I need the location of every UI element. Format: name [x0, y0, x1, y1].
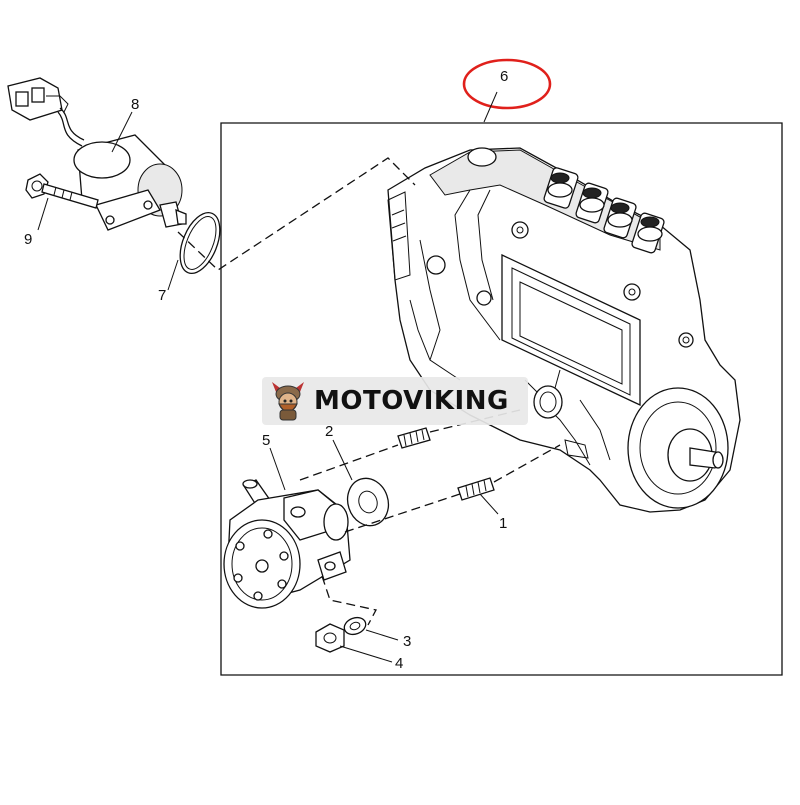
stud-upper [397, 427, 431, 449]
brand-name: MOTOVIKING [314, 386, 509, 416]
hex-nut [315, 623, 345, 653]
lock-washer [343, 616, 367, 636]
brand-watermark: MOTOVIKING [262, 377, 528, 425]
leader-6 [483, 91, 498, 123]
leader-2 [332, 439, 353, 481]
fitting-line-nut [321, 575, 377, 626]
callout-3: 3 [403, 633, 411, 650]
injection-pump [387, 147, 741, 513]
callout-5: 5 [262, 432, 270, 449]
fitting-line-upper [299, 444, 399, 481]
callout-9: 9 [24, 231, 32, 248]
callout-1: 1 [499, 515, 507, 532]
leader-7 [167, 259, 179, 291]
bolt [25, 173, 99, 209]
leader-4 [339, 645, 393, 663]
leader-9 [37, 197, 49, 231]
leader-3 [365, 629, 399, 641]
callout-2: 2 [325, 423, 333, 440]
assembly-frame [220, 122, 783, 676]
leader-8 [111, 111, 133, 153]
fitting-line-solenoid [177, 157, 416, 271]
callout-7: 7 [158, 287, 166, 304]
callout-4: 4 [395, 655, 403, 672]
leader-1 [479, 493, 499, 515]
o-ring [179, 212, 221, 274]
stop-solenoid [7, 77, 187, 231]
leader-5 [269, 447, 286, 491]
highlight-circle [462, 58, 552, 110]
fitting-line-lower-2 [493, 444, 561, 483]
viking-mascot-icon [268, 380, 308, 422]
gasket [346, 477, 390, 527]
callout-6: 6 [500, 68, 508, 85]
callout-8: 8 [131, 96, 139, 113]
fitting-line-lower [344, 493, 461, 533]
stud-lower [457, 477, 495, 501]
feed-pump [223, 479, 351, 609]
